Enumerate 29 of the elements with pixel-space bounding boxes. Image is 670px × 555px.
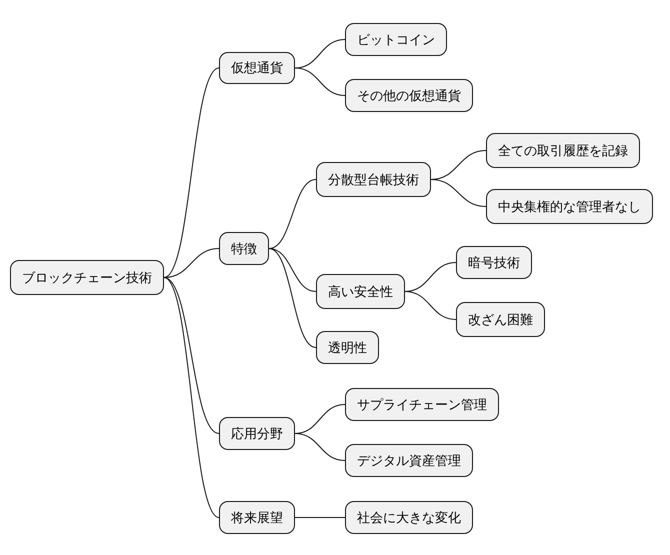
connector-line [294, 517, 346, 518]
topic-node: 中央集権的な管理者なし [486, 189, 653, 224]
connector-line [164, 277, 220, 434]
connector-line [164, 68, 220, 278]
connector-line [404, 291, 456, 320]
topic-node: ブロックチェーン技術 [10, 260, 164, 295]
topic-node: 特徴 [219, 232, 269, 265]
connector-line [268, 248, 316, 292]
topic-node: 透明性 [316, 331, 379, 364]
topic-node: 改ざん困難 [456, 302, 545, 337]
topic-node: 分散型台帳技術 [316, 162, 431, 197]
topic-node: 暗号技術 [456, 246, 532, 279]
connector-line [430, 179, 486, 207]
topic-node: 仮想通貨 [219, 52, 295, 84]
topic-node: その他の仮想通貨 [345, 79, 473, 112]
topic-node: 高い安全性 [316, 274, 405, 309]
topic-node: 応用分野 [219, 417, 295, 450]
topic-node: 社会に大きな変化 [345, 501, 473, 534]
connector-line [294, 433, 346, 461]
connector-line [294, 68, 346, 96]
topic-node: 将来展望 [219, 501, 295, 534]
topic-node: 全ての取引履歴を記録 [486, 133, 640, 168]
connector-line [268, 179, 316, 249]
topic-node: デジタル資産管理 [345, 444, 473, 477]
connector-line [164, 248, 220, 278]
connector-line [268, 248, 316, 348]
connector-line [164, 277, 220, 518]
topic-node: ビットコイン [345, 23, 447, 56]
topic-node: サプライチェーン管理 [345, 388, 499, 421]
